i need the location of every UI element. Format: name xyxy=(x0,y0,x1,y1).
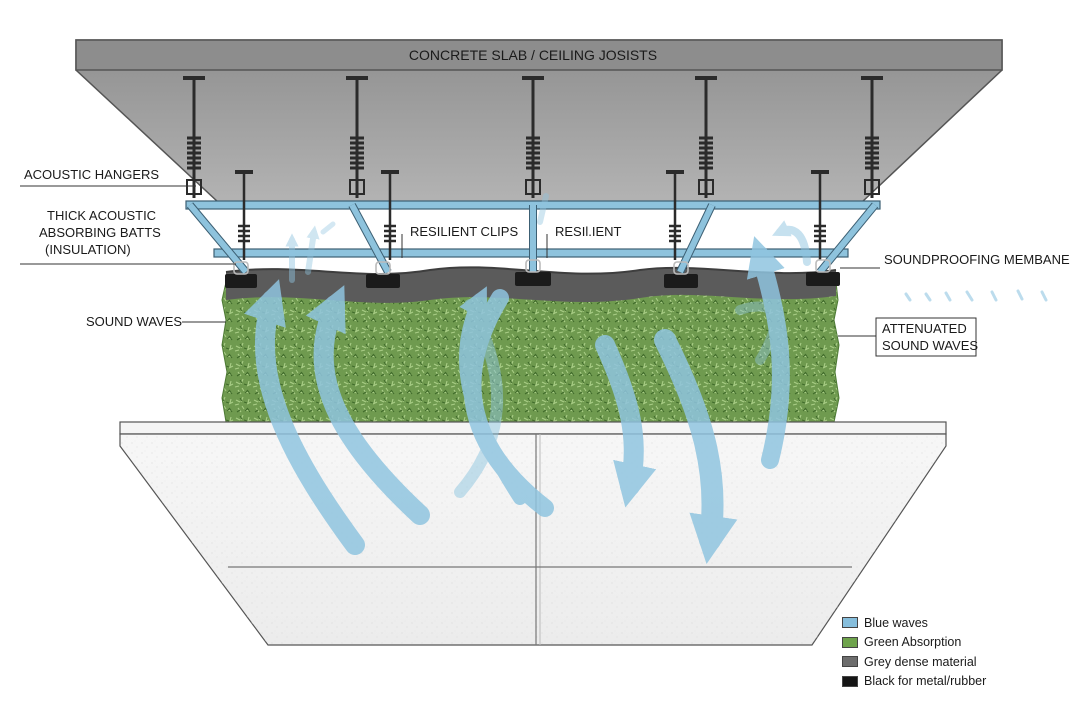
attenuated-label-line2: SOUND WAVES xyxy=(882,338,978,353)
slab-label: CONCRETE SLAB / CEILING JOSISTS xyxy=(409,47,657,63)
legend-swatch xyxy=(842,675,858,687)
attenuated-label-line1: ATTENUATED xyxy=(882,321,967,336)
rubber-isolation-pads xyxy=(225,259,840,288)
legend-swatch xyxy=(842,656,858,668)
legend-label: Green Absorption xyxy=(864,635,962,650)
legend-item-blue-waves: Blue waves xyxy=(842,613,1062,633)
resilient-clips xyxy=(235,170,829,260)
resilient-label: RESIl.IENT xyxy=(555,224,622,239)
legend-swatch xyxy=(842,617,858,629)
resilient-clips-label: RESILIENT CLIPS xyxy=(410,224,518,239)
attenuated-waves-callout: ATTENUATED SOUND WAVES xyxy=(875,317,978,357)
sound-waves-label: SOUND WAVES xyxy=(86,314,182,329)
legend-item-grey-dense: Grey dense material xyxy=(842,652,1062,672)
acoustic-hangers xyxy=(183,76,883,198)
leader-lines xyxy=(20,185,880,337)
batts-label-line1: THICK ACOUSTIC xyxy=(47,208,156,223)
legend-swatch xyxy=(842,636,858,648)
ceiling-panel xyxy=(119,421,947,646)
batts-label-line2: ABSORBING BATTS xyxy=(39,225,161,240)
legend-item-green-absorption: Green Absorption xyxy=(842,633,1062,653)
legend-label: Grey dense material xyxy=(864,654,977,669)
legend: Blue waves Green Absorption Grey dense m… xyxy=(842,613,1062,691)
acoustic-hangers-label: ACOUSTIC HANGERS xyxy=(24,167,159,182)
batts-label-line3: (INSULATION) xyxy=(45,242,131,257)
legend-label: Blue waves xyxy=(864,615,928,630)
legend-label: Black for metal/rubber xyxy=(864,674,987,689)
legend-item-black-metal: Black for metal/rubber xyxy=(842,672,1062,692)
concrete-slab xyxy=(75,39,1003,203)
membrane-label: SOUNDPROOFING MEMBANE xyxy=(884,252,1070,267)
sound-waves xyxy=(244,193,1048,564)
